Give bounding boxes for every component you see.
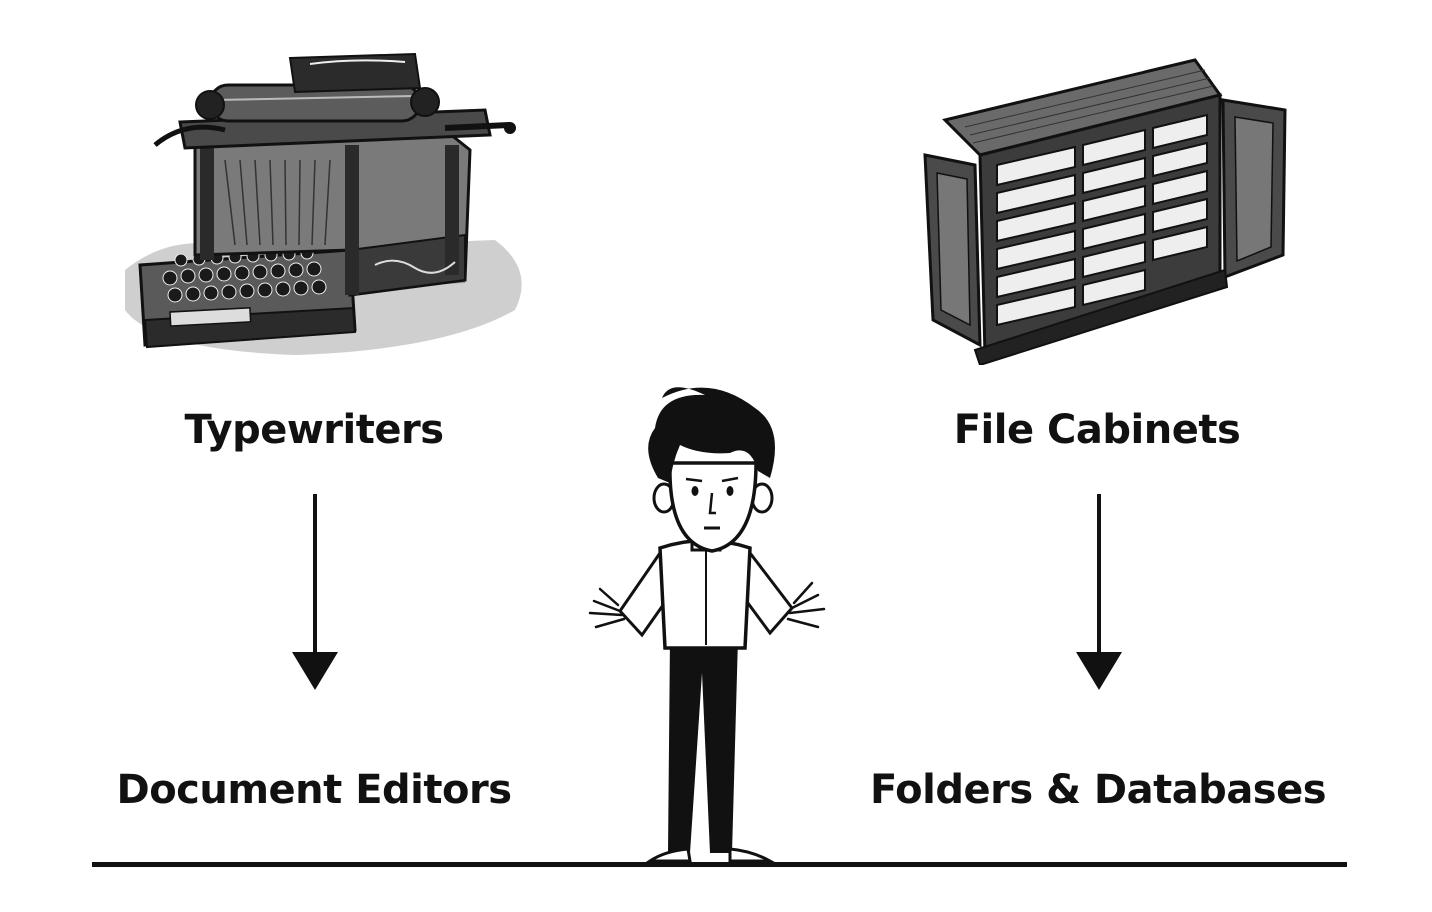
ground-line <box>92 862 1347 867</box>
file-cabinets-label: File Cabinets <box>953 407 1241 453</box>
right-down-arrow <box>1076 494 1122 690</box>
typewriter-illustration <box>125 52 522 355</box>
document-editors-label: Document Editors <box>116 767 512 813</box>
typewriters-label: Typewriters <box>184 407 444 453</box>
shrugging-man-illustration <box>588 387 826 863</box>
folders-databases-label: Folders & Databases <box>869 767 1327 813</box>
left-down-arrow <box>292 494 338 690</box>
file-cabinet-illustration <box>923 58 1287 365</box>
